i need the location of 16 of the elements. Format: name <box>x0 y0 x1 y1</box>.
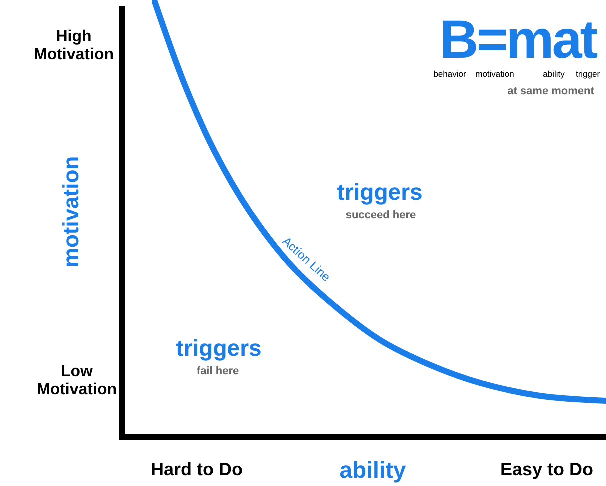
axis-label: Easy to Do <box>500 460 594 480</box>
axis-label: Low Motivation <box>36 364 118 400</box>
formula-term: ability <box>543 70 565 80</box>
formula-term: motivation <box>476 70 514 80</box>
region-heading: triggers <box>337 178 423 206</box>
formula-heading: B=mat <box>440 8 596 70</box>
axis-title: ability <box>340 456 406 484</box>
region-note: fail here <box>196 366 240 378</box>
region-note: succeed here <box>346 210 416 222</box>
formula-note: at same moment <box>508 86 594 98</box>
axis-label: Hard to Do <box>151 460 243 480</box>
formula-term: trigger <box>576 70 600 80</box>
region-heading: triggers <box>176 334 262 362</box>
axis-label: High Motivation <box>33 28 115 66</box>
axis-title: motivation <box>58 156 84 268</box>
formula-term: behavior <box>434 70 466 80</box>
